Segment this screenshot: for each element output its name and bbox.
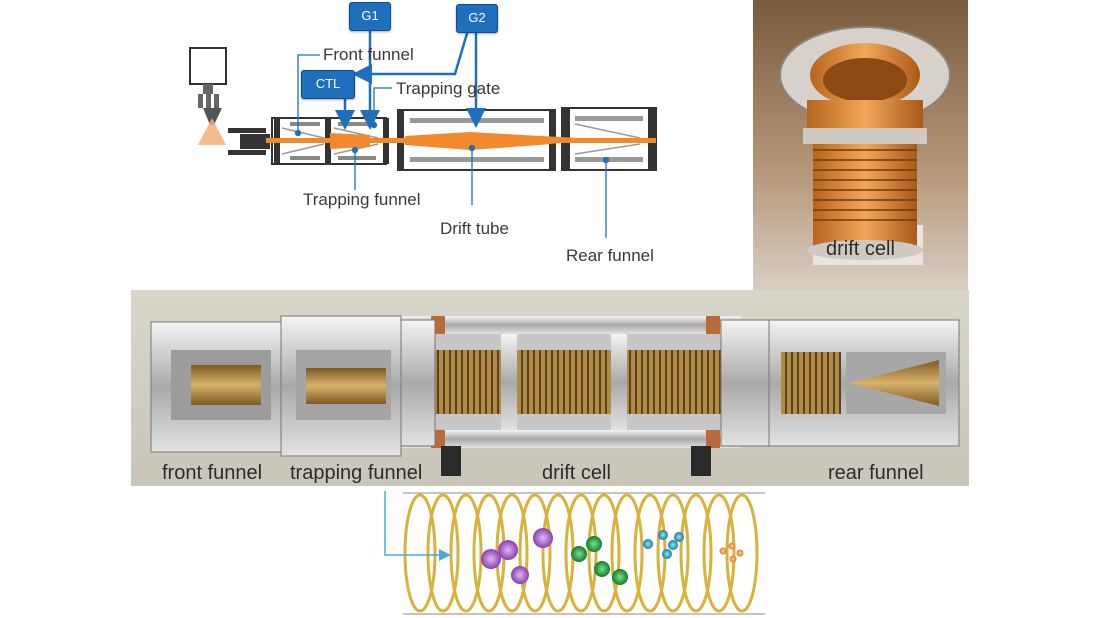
label-rear-funnel: Rear funnel bbox=[566, 246, 654, 265]
label-drift-cell-photo: drift cell bbox=[542, 462, 611, 484]
esi-source-icon bbox=[189, 47, 227, 145]
drift-rings-illustration bbox=[384, 491, 765, 615]
g1-box: G1 bbox=[349, 2, 391, 31]
ion-clusters bbox=[481, 528, 744, 585]
label-drift-cell-right: drift cell bbox=[826, 238, 895, 260]
inlet-capillary bbox=[228, 128, 270, 155]
drift-cell-photo bbox=[753, 0, 968, 290]
control-arrows bbox=[335, 28, 486, 130]
g2-box: G2 bbox=[456, 4, 498, 33]
label-rear-funnel-photo: rear funnel bbox=[828, 462, 924, 484]
label-trapping-gate: Trapping gate bbox=[396, 79, 501, 98]
label-drift-tube: Drift tube bbox=[440, 219, 509, 238]
label-trapping-funnel: Trapping funnel bbox=[303, 190, 421, 209]
ion-beam bbox=[266, 132, 656, 150]
assembly-photo bbox=[131, 290, 969, 486]
ctl-box: CTL bbox=[301, 70, 355, 99]
callout-lines bbox=[294, 54, 610, 238]
label-front-funnel-photo: front funnel bbox=[162, 462, 263, 484]
label-front-funnel: Front funnel bbox=[323, 45, 414, 64]
label-trapping-funnel-photo: trapping funnel bbox=[290, 462, 423, 484]
